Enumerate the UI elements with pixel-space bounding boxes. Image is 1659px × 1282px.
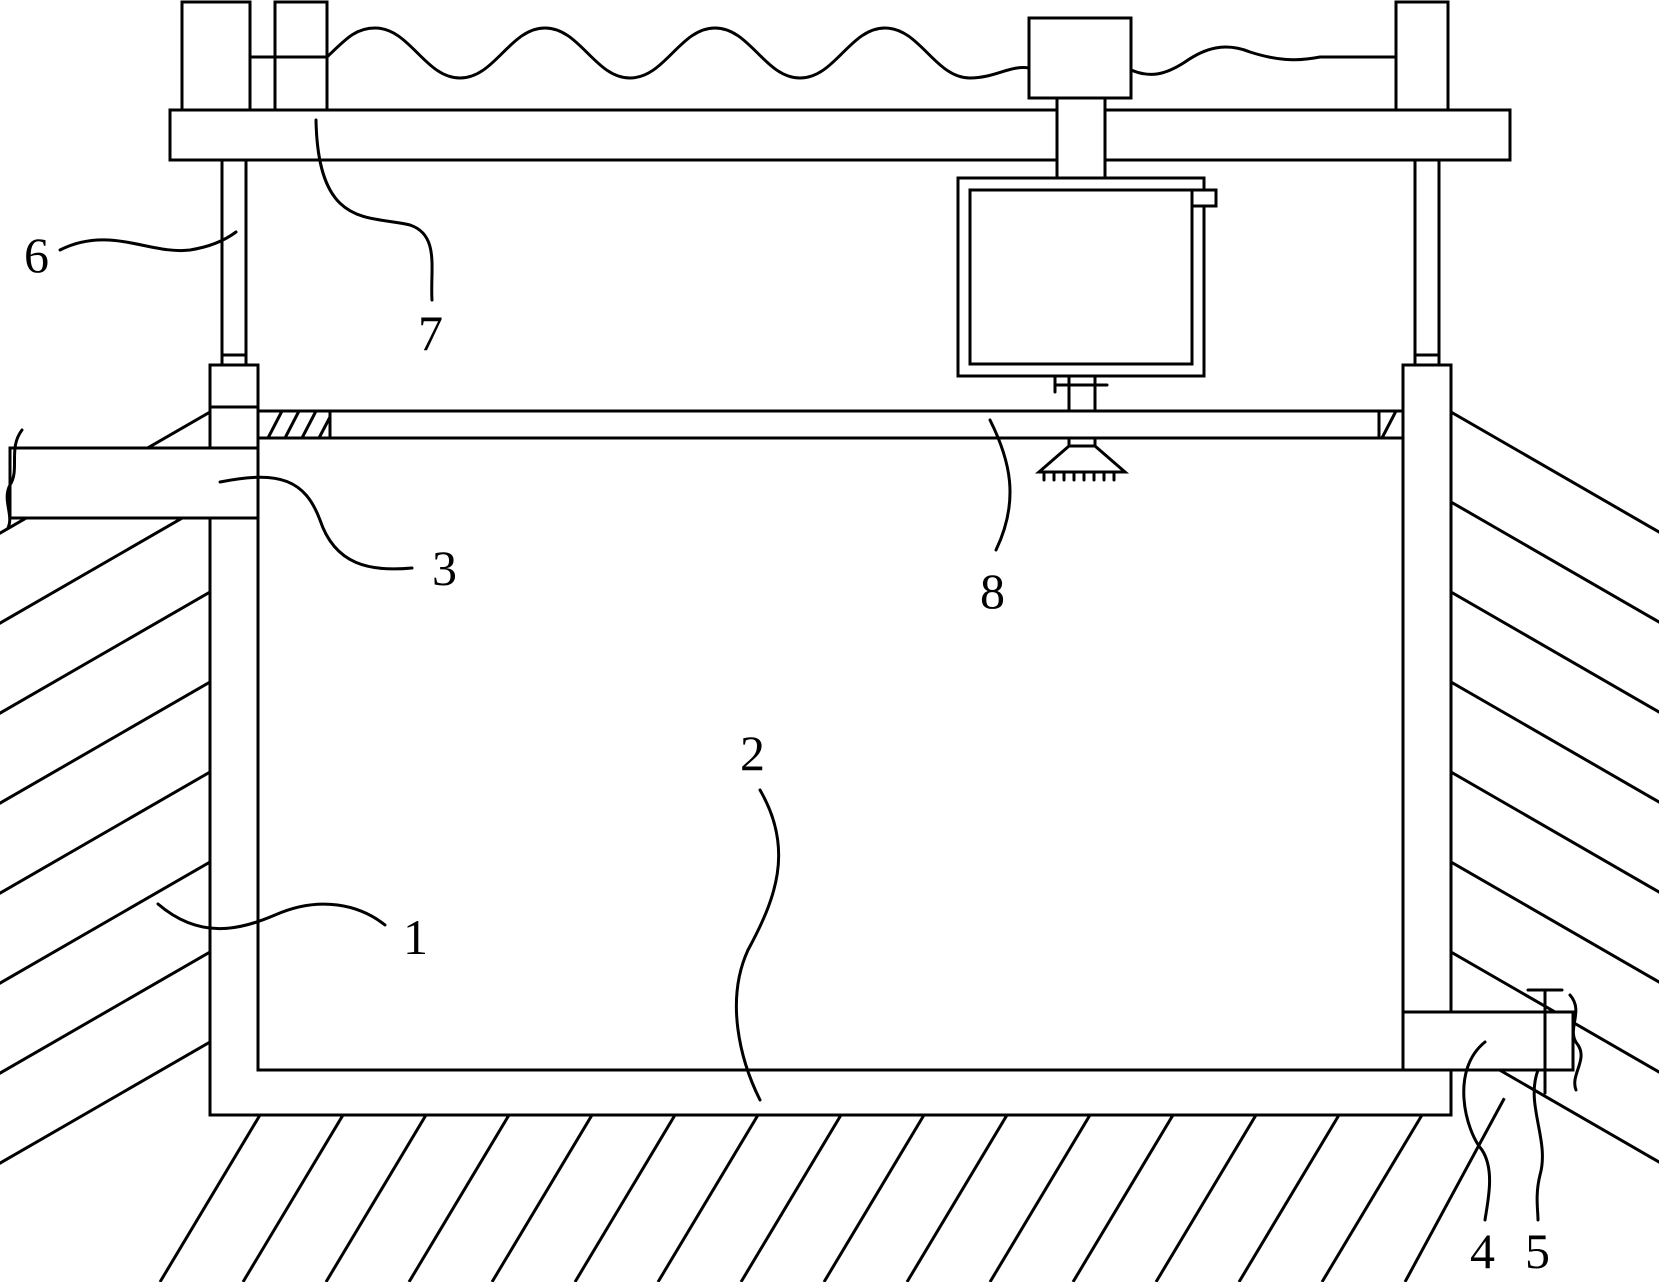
label-2: 2 [740, 725, 765, 781]
carriage-block [1027, 16, 1133, 100]
leader-2 [734, 788, 781, 1102]
leader-lines [58, 118, 1544, 1222]
water-box-inlet [1190, 188, 1218, 208]
leader-1 [156, 902, 387, 931]
label-8: 8 [980, 563, 1005, 619]
left-motor-block [180, 0, 252, 112]
nozzle-drops [1042, 470, 1116, 482]
label-5: 5 [1525, 1223, 1550, 1279]
right-ground-hatching [1451, 410, 1659, 1180]
leader-7 [314, 118, 434, 302]
leader-3 [218, 475, 414, 571]
leader-4 [1462, 1040, 1492, 1222]
sliding-carriage [1027, 16, 1133, 180]
water-box [956, 176, 1218, 378]
label-3: 3 [432, 540, 457, 596]
label-6: 6 [24, 227, 49, 283]
outlet-pipe-break [1568, 993, 1583, 1092]
bottom-ground-hatching [158, 1096, 1507, 1282]
leader-5 [1532, 1068, 1544, 1222]
inlet-pipe-break [5, 428, 24, 530]
left-wall-top-post [208, 363, 260, 409]
top-posts [180, 0, 1450, 112]
right-support-rod [1413, 158, 1441, 367]
outlet-pipe [1401, 988, 1583, 1095]
water-box-inner [968, 188, 1194, 366]
left-ground-hatching [0, 410, 210, 1195]
wavy-cable [325, 26, 1031, 80]
label-7: 7 [418, 305, 443, 361]
wavy-cable-right [1129, 45, 1398, 76]
top-crossbeam [168, 108, 1512, 162]
cover-plate [256, 409, 1405, 440]
reference-labels: 6 7 3 8 2 1 4 5 [24, 227, 1550, 1279]
label-1: 1 [403, 909, 428, 965]
leader-6 [58, 230, 238, 253]
label-4: 4 [1470, 1223, 1495, 1279]
right-top-post [1394, 0, 1450, 112]
left-support-rod [220, 158, 248, 367]
inlet-pipe [5, 428, 260, 530]
tank-outer-wall [208, 363, 1453, 1117]
tank [208, 363, 1453, 1117]
carriage-neck [1055, 96, 1107, 180]
leader-8 [988, 418, 1012, 552]
